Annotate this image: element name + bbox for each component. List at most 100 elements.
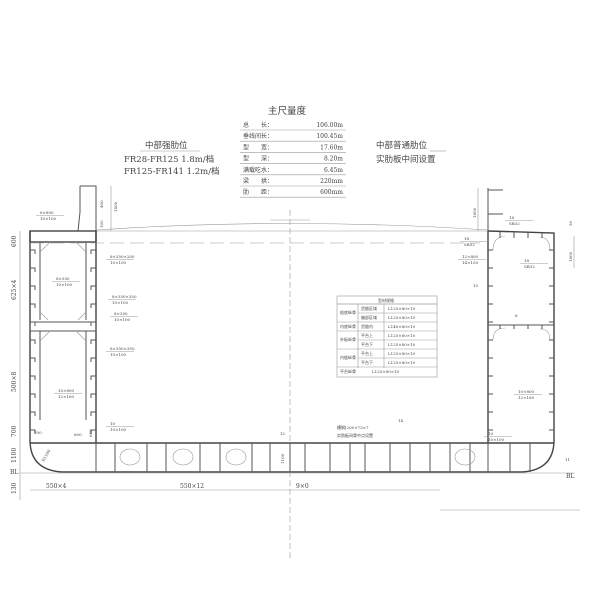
dim-550x12: 550×12 bbox=[180, 483, 204, 490]
table-zone: 平台下 bbox=[361, 359, 373, 365]
annotation-top: 8×350×200 bbox=[110, 254, 135, 259]
right-note-title: 中部普通肋位 bbox=[376, 140, 428, 151]
table-spec: L125×80×10 bbox=[372, 369, 400, 374]
stiffener bbox=[30, 357, 36, 362]
annotation-bottom: 14×150 bbox=[462, 260, 479, 265]
dim-1100-center: 1100 bbox=[280, 453, 285, 464]
dim-600: 600 bbox=[11, 235, 18, 247]
annotation-bottom: 10×100 bbox=[40, 216, 57, 221]
left-bulwark bbox=[77, 185, 97, 232]
table-border bbox=[336, 295, 438, 378]
annotation-bottom: 10×100 bbox=[112, 300, 129, 305]
dim-700: 700 bbox=[11, 425, 18, 437]
stiffener bbox=[90, 429, 96, 434]
table-spec: L125×80×10 bbox=[388, 315, 416, 320]
dim-550x4: 550×4 bbox=[46, 483, 66, 490]
table-zone: 货舱区域 bbox=[361, 305, 377, 311]
stiffener bbox=[30, 321, 36, 326]
plate-thickness-label: 11 bbox=[565, 457, 570, 462]
main-dim-label: 满载吃水： bbox=[243, 166, 273, 174]
bottom-shell bbox=[29, 439, 555, 473]
annotation-top: 18 bbox=[509, 215, 515, 220]
plate-thickness-label: 14 bbox=[398, 418, 404, 423]
main-dim-label: 梁 拱： bbox=[243, 177, 273, 185]
dim-625x4: 625×4 bbox=[11, 280, 18, 300]
stiffener bbox=[30, 303, 36, 308]
annotation-bottom: 10×100 bbox=[110, 427, 127, 432]
left-note-title: 中部强肋位 bbox=[145, 140, 188, 151]
right-note-subtitle: 实肋板中间设置 bbox=[376, 154, 436, 165]
stiffener bbox=[90, 249, 96, 254]
dim-400: 400 bbox=[99, 200, 104, 208]
stiffener bbox=[30, 393, 36, 398]
dim-600c: 600 bbox=[88, 429, 93, 437]
main-dim-label: 型 深： bbox=[243, 155, 273, 163]
main-dim-label: 型 宽： bbox=[243, 143, 273, 151]
stiffener bbox=[30, 249, 36, 254]
stiffener bbox=[30, 411, 36, 416]
annotation-top: 10 bbox=[488, 431, 494, 436]
baseline-label-right: BL bbox=[566, 473, 574, 480]
stiffener bbox=[90, 357, 96, 362]
main-dimensions-title: 主尺量度 bbox=[268, 105, 307, 117]
annotation-bottom: 10×100 bbox=[114, 317, 131, 322]
main-dim-value: 17.60m bbox=[320, 144, 343, 151]
table-group: 内底纵骨 bbox=[340, 323, 356, 329]
table-spec: L125×80×10 bbox=[388, 306, 416, 311]
stiffener bbox=[30, 267, 36, 272]
table-zone: 货舱内 bbox=[361, 323, 373, 329]
annotation-top: 8×800 bbox=[40, 210, 54, 215]
stiffener bbox=[30, 339, 36, 344]
annotation-bottom: 10×100 bbox=[56, 282, 73, 287]
stiffener bbox=[90, 267, 96, 272]
annotation-top: 18 bbox=[524, 258, 530, 263]
stiffener bbox=[30, 375, 36, 380]
deck-camber-line bbox=[95, 223, 489, 231]
annotation-bottom: SB32 bbox=[464, 242, 475, 247]
lightening-hole bbox=[225, 448, 247, 466]
annotation-top: 8×350×350 bbox=[112, 294, 137, 299]
main-dim-label: 肋 距： bbox=[243, 188, 273, 196]
annotation-bottom: 10×100 bbox=[110, 352, 127, 357]
plate-thickness-label: 10 bbox=[473, 283, 479, 288]
stiffener bbox=[90, 411, 96, 416]
left-note-line-2: FR125-FR141 1.2m/档 bbox=[124, 166, 220, 177]
bottom-floors bbox=[95, 443, 531, 472]
main-dim-label: 总 长： bbox=[243, 121, 273, 129]
annotation-top: 10×800 bbox=[58, 388, 75, 393]
stiffener bbox=[30, 429, 36, 434]
main-dim-value: 600mm bbox=[320, 189, 343, 196]
stiffener bbox=[90, 285, 96, 290]
annotation-top: 12×800 bbox=[462, 254, 479, 259]
table-zone: 平台上 bbox=[361, 332, 373, 338]
stiffener bbox=[90, 339, 96, 344]
table-spec: L125×80×10 bbox=[388, 351, 416, 356]
main-dim-value: 8.20m bbox=[324, 156, 343, 163]
dim-600b: 600 bbox=[74, 432, 82, 437]
annotation-bottom: 10×100 bbox=[488, 437, 505, 442]
table-title: 型材规格 bbox=[378, 297, 394, 303]
main-dim-value: 106.00m bbox=[316, 122, 343, 129]
main-dim-value: 220mm bbox=[320, 178, 343, 185]
stiffener bbox=[90, 321, 96, 326]
main-dim-label: 垂线间长： bbox=[243, 132, 273, 140]
dim-1800-bulwark: 1800 bbox=[472, 207, 477, 218]
main-dim-value: 100.45m bbox=[316, 133, 343, 140]
annotation-top: 10 bbox=[110, 421, 116, 426]
plate-thickness-label: 8 bbox=[515, 313, 518, 318]
annotation-bottom: SB32 bbox=[524, 264, 535, 269]
dim-1100: 1100 bbox=[11, 448, 18, 463]
dim-100: 100 bbox=[99, 220, 104, 228]
table-zone: 艏部区域 bbox=[361, 314, 377, 320]
hull-structure bbox=[20, 185, 580, 560]
